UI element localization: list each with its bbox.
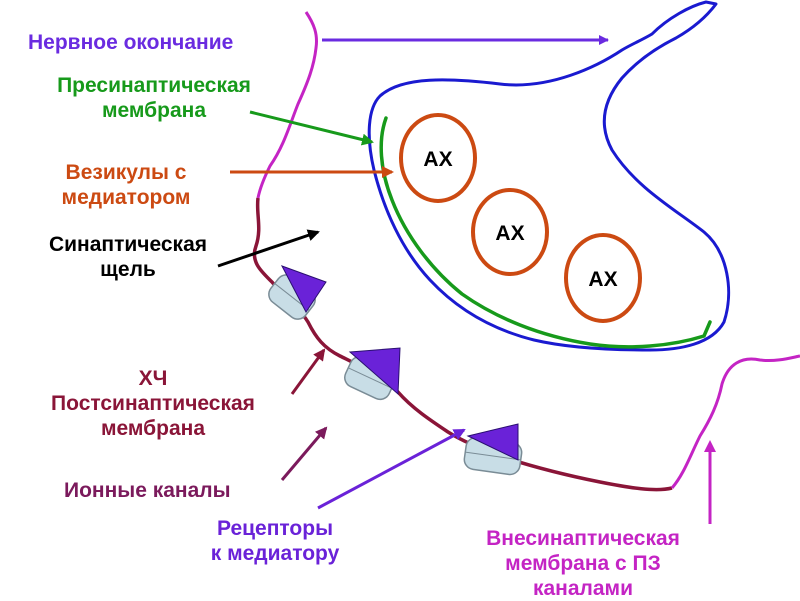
label-presynaptic-line1: Пресинаптическая: [57, 74, 251, 97]
receptor-icon: [348, 347, 401, 396]
label-receptors: Рецепторы к медиатору: [160, 516, 390, 566]
vesicle-label: АХ: [495, 222, 524, 245]
vesicle-label: АХ: [423, 148, 452, 171]
label-presynaptic-membrane: Пресинаптическая мембрана: [20, 73, 288, 123]
label-extrasynaptic-membrane: Внесинаптическая мембрана с ПЗ каналами: [446, 526, 720, 601]
label-extrasynaptic-line1: Внесинаптическая: [486, 527, 680, 550]
cleft-arrow: [217, 229, 320, 268]
label-receptors-line1: Рецепторы: [216, 517, 334, 540]
label-receptors-line2: к медиатору: [210, 542, 340, 565]
vesicle-label: АХ: [588, 268, 617, 291]
label-vesicles-line1: Везикулы с: [65, 161, 187, 184]
receptors-arrow: [317, 428, 466, 510]
label-synaptic-cleft: Синаптическая щель: [18, 232, 238, 282]
extrasynaptic-membrane-lower: [670, 354, 800, 489]
label-vesicles: Везикулы с медиатором: [26, 160, 226, 210]
receptor-icon: [280, 265, 327, 313]
label-cleft-line1: Синаптическая: [48, 233, 208, 256]
ion-channels-arrow: [280, 426, 328, 481]
vesicle: АХ: [564, 233, 642, 323]
label-nerve-ending: Нервное окончание: [28, 31, 234, 54]
receptor-icon: [466, 423, 519, 461]
label-postsynaptic-line2: мембрана: [100, 417, 206, 440]
label-extrasynaptic-line2: мембрана с ПЗ: [505, 552, 661, 575]
presynaptic-arrow: [249, 110, 374, 146]
label-extrasynaptic-line3: каналами: [532, 577, 634, 600]
label-presynaptic-line2: мембрана: [101, 99, 207, 122]
postsynaptic-arrow: [290, 348, 326, 395]
nerve-terminal-outline: [367, 0, 731, 352]
label-postsynaptic-membrane: ХЧ Постсинаптическая мембрана: [10, 366, 296, 441]
vesicle: АХ: [399, 113, 477, 203]
vesicle: АХ: [471, 188, 549, 276]
label-cleft-line2: щель: [100, 258, 156, 281]
label-xch: ХЧ: [138, 367, 168, 390]
label-vesicles-line2: медиатором: [61, 186, 191, 209]
label-ion-channels: Ионные каналы: [64, 479, 231, 502]
extrasynaptic-membrane-upper: [256, 11, 318, 199]
presynaptic-membrane: [379, 116, 712, 349]
label-postsynaptic-line1: Постсинаптическая: [51, 392, 255, 415]
